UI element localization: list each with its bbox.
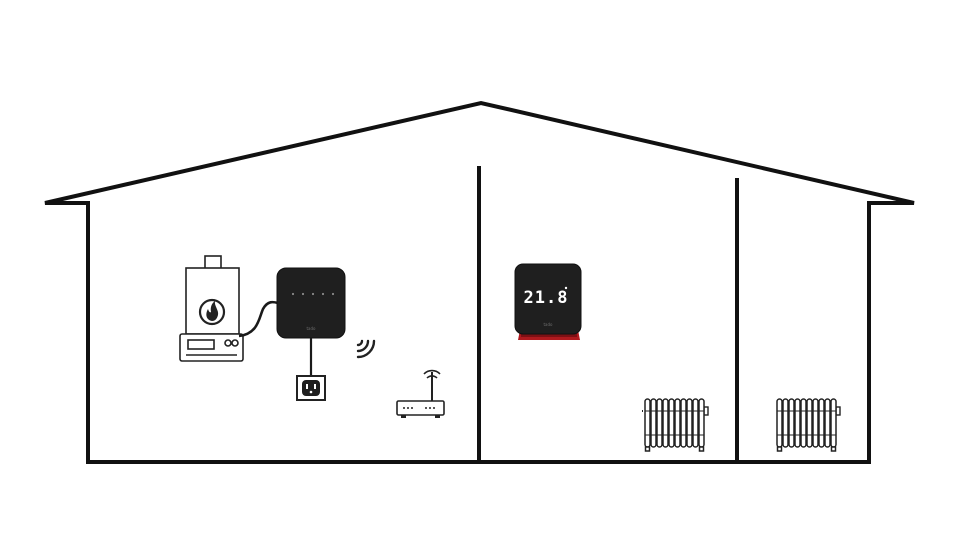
radiator-icon (776, 398, 841, 452)
radiator-foot (644, 446, 651, 452)
thermostat-brand-mark: tado (543, 322, 553, 327)
radiator-foot (830, 446, 837, 452)
radiator-icon (642, 398, 709, 452)
radiator-fin (668, 398, 675, 448)
thermostat-temperature: 21.8 (524, 288, 569, 308)
radiator-fin (686, 398, 693, 448)
radiator-fin (692, 398, 699, 448)
radiator-fin (806, 398, 813, 448)
radiator-fin (650, 398, 657, 448)
radiator-fin (776, 398, 783, 448)
radiator-fin (818, 398, 825, 448)
radiator-fin (644, 398, 651, 448)
wifi-signal-icon (356, 339, 376, 359)
radiator-fin (674, 398, 681, 448)
thermostat-indicator (564, 286, 568, 290)
radiator-foot (776, 446, 783, 452)
house-roof (44, 100, 915, 464)
radiator-fin (788, 398, 795, 448)
thermostat-body (514, 263, 582, 335)
router-icon (396, 369, 445, 418)
radiator-fin (698, 398, 705, 448)
boiler-bridge-cable (238, 300, 279, 338)
power-outlet-icon (296, 375, 326, 401)
house-outline (44, 100, 915, 464)
flame-icon (206, 301, 219, 321)
radiator-fin (662, 398, 669, 448)
internet-bridge: tado (276, 267, 346, 339)
radiator-fin (812, 398, 819, 448)
radiator-fin (794, 398, 801, 448)
radiator-foot (698, 446, 705, 452)
radiator-fin (680, 398, 687, 448)
smart-thermostat: 21.8 tado (514, 263, 582, 340)
radiator-fin (800, 398, 807, 448)
radiator-fin (656, 398, 663, 448)
boiler-icon (179, 255, 244, 362)
radiator-fin (830, 398, 837, 448)
radiator-fin (782, 398, 789, 448)
radiator-fin (824, 398, 831, 448)
bridge-brand-mark: tado (306, 326, 316, 331)
